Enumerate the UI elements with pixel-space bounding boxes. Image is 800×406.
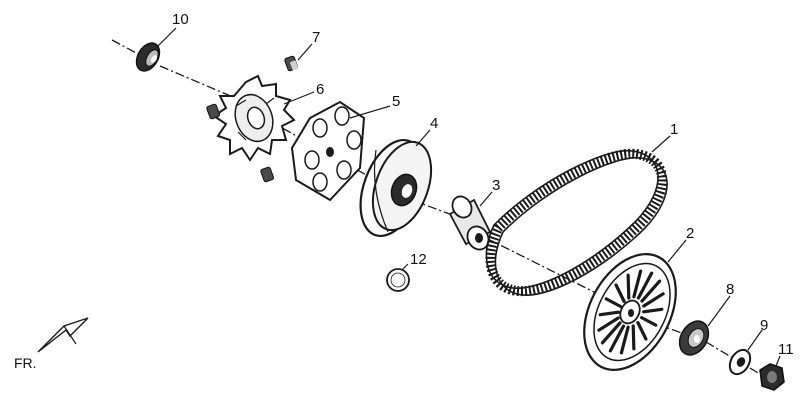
part-8-washer: [678, 320, 710, 356]
callout-12: 12: [410, 251, 427, 268]
callout-labels: 10 7 6 5 4 3 12 1 2 8 9 11: [172, 11, 794, 358]
fan-blade: [614, 283, 626, 303]
part-4-drive-face: [359, 138, 433, 238]
part-3-collar: [448, 195, 492, 251]
front-label: FR.: [14, 355, 37, 371]
part-1-drive-belt: [485, 148, 668, 297]
part-11-nut: [759, 363, 785, 391]
fan-blade: [608, 324, 626, 353]
part-2-fixed-drive-face: [583, 253, 677, 371]
fan-blade: [597, 316, 620, 332]
part-6-ramp-plate: [212, 74, 296, 162]
fan-blade: [632, 269, 643, 299]
fan-blade: [619, 325, 630, 355]
callout-6: 6: [316, 81, 324, 98]
fan-blade: [604, 297, 623, 308]
callout-3: 3: [492, 177, 500, 194]
fan-blade: [598, 310, 620, 317]
part-9-washer: [728, 348, 752, 376]
callout-10: 10: [172, 11, 189, 28]
fan-blade: [636, 271, 654, 300]
callout-9: 9: [760, 317, 768, 334]
part-10-oil-seal: [135, 42, 161, 72]
fan-blade: [631, 324, 636, 351]
fan-blade: [642, 307, 664, 314]
callout-1: 1: [670, 121, 678, 138]
part-12-spacer: [386, 268, 410, 292]
part-7-sliders: [206, 55, 299, 183]
callout-7: 7: [312, 29, 320, 46]
fan-blade: [642, 292, 665, 308]
front-direction-arrow: FR.: [14, 317, 89, 371]
fan-blade: [636, 321, 648, 341]
part-5-roller-plate: [290, 100, 366, 202]
fan-blade: [626, 273, 631, 300]
leader-lines: [157, 27, 781, 367]
callout-8: 8: [726, 281, 734, 298]
callout-11: 11: [778, 341, 794, 358]
fan-blade: [640, 279, 662, 303]
callout-5: 5: [392, 93, 400, 110]
callout-2: 2: [686, 225, 694, 242]
fan-blade: [600, 321, 622, 345]
callout-4: 4: [430, 115, 438, 132]
fan-blade: [639, 316, 658, 327]
